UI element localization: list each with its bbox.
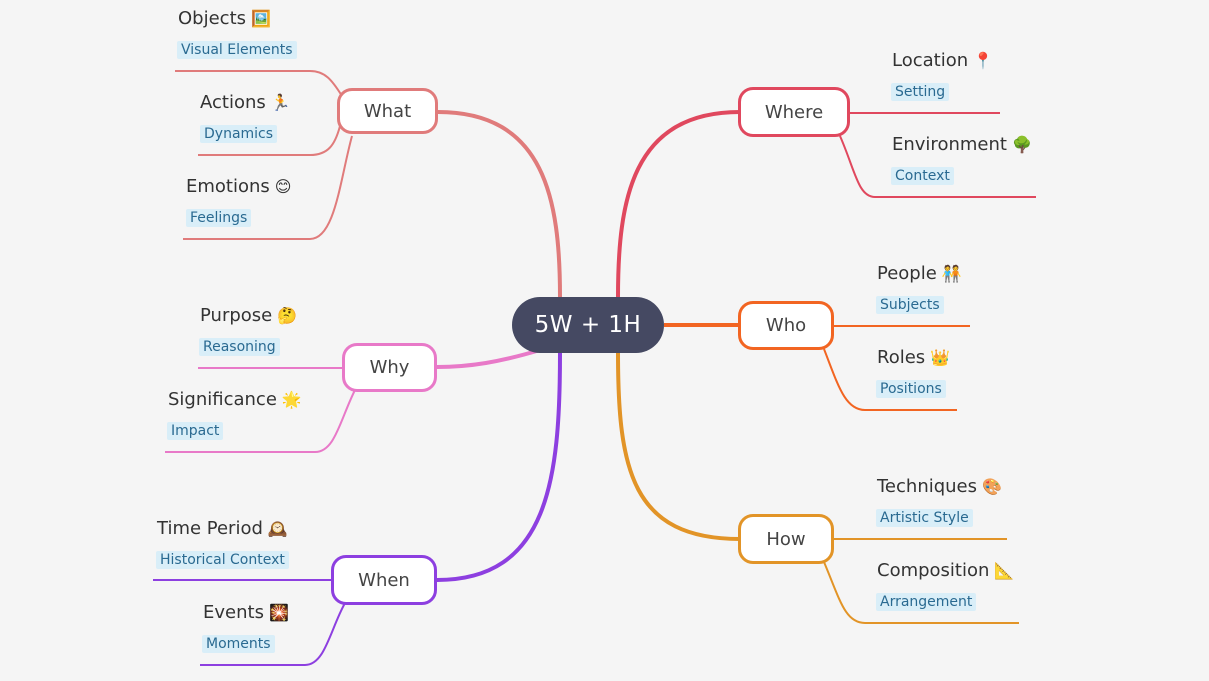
tag-feelings: Feelings (186, 209, 252, 227)
tag-historical-context: Historical Context (156, 551, 289, 569)
connector-when-events (200, 602, 346, 666)
runner-icon: 🏃 (270, 93, 291, 112)
tag-positions: Positions (876, 380, 946, 398)
leaf-significance-title: Significance (168, 389, 277, 410)
branch-label-who: Who (765, 315, 807, 336)
sparkler-icon: 🎇 (268, 603, 289, 622)
leaf-purpose-title: Purpose (200, 305, 273, 326)
glowing-star-icon: 🌟 (281, 390, 302, 409)
connector-where-environment (839, 135, 1036, 198)
tag-reasoning: Reasoning (199, 338, 280, 356)
connector-center-where (616, 110, 741, 298)
tag-context: Context (891, 167, 954, 185)
connector-what-emotions (183, 135, 353, 240)
leaf-location-title: Location (892, 50, 969, 71)
smiling-face-icon: 😊 (274, 177, 292, 196)
leaf-composition-title: Composition (877, 560, 990, 581)
connector-why-significance (165, 389, 356, 453)
branch-label-how: How (766, 528, 806, 550)
leaf-environment-title: Environment (892, 134, 1007, 155)
leaf-objects[interactable]: Objects🖼️ (178, 8, 271, 29)
leaf-roles-title: Roles (877, 347, 926, 368)
tag-artistic-style: Artistic Style (876, 509, 973, 527)
tag-arrangement: Arrangement (876, 593, 977, 611)
mantelpiece-clock-icon: 🕰️ (267, 519, 288, 538)
leaf-time-period-title: Time Period (157, 518, 263, 539)
people-holding-hands-icon: 🧑‍🤝‍🧑 (941, 264, 962, 283)
branch-node-what[interactable]: What (337, 88, 438, 134)
connector-what-actions (198, 125, 341, 156)
leaf-environment[interactable]: Environment🌳 (892, 134, 1032, 155)
leaf-actions[interactable]: Actions🏃 (200, 92, 291, 113)
leaf-events[interactable]: Events🎇 (203, 602, 289, 623)
tag-dynamics: Dynamics (200, 125, 278, 143)
leaf-location[interactable]: Location📍 (892, 50, 993, 71)
leaf-people-title: People (877, 263, 937, 284)
leaf-roles[interactable]: Roles👑 (877, 347, 950, 368)
tag-impact: Impact (167, 422, 224, 440)
branch-label-where: Where (764, 101, 824, 123)
connector-how-composition (823, 561, 1019, 624)
branch-node-who[interactable]: Who (738, 301, 834, 350)
triangular-ruler-icon: 📐 (994, 561, 1015, 580)
framed-picture-icon: 🖼️ (251, 9, 271, 28)
center-node-label: 5W + 1H (534, 312, 642, 338)
tag-subjects: Subjects (876, 296, 944, 314)
branch-node-where[interactable]: Where (738, 87, 850, 137)
connector-center-why (436, 348, 541, 369)
leaf-emotions-title: Emotions (186, 176, 270, 197)
leaf-techniques-title: Techniques (877, 476, 978, 497)
crown-icon: 👑 (930, 348, 951, 367)
leaf-composition[interactable]: Composition📐 (877, 560, 1014, 581)
leaf-objects-title: Objects (178, 8, 247, 29)
branch-label-when: When (358, 569, 410, 591)
leaf-actions-title: Actions (200, 92, 266, 113)
leaf-techniques[interactable]: Techniques🎨 (877, 476, 1002, 497)
branch-label-what: What (363, 100, 412, 122)
tag-moments: Moments (202, 635, 275, 653)
branch-node-why[interactable]: Why (342, 343, 437, 392)
leaf-significance[interactable]: Significance🌟 (168, 389, 302, 410)
branch-label-why: Why (369, 357, 410, 378)
leaf-purpose[interactable]: Purpose🤔 (200, 305, 297, 326)
palette-icon: 🎨 (982, 477, 1002, 496)
connector-center-how (616, 352, 741, 541)
connector-center-when (436, 352, 562, 582)
center-node[interactable]: 5W + 1H (512, 297, 664, 353)
tag-visual-elements: Visual Elements (177, 41, 297, 59)
connector-what-objects (175, 70, 343, 97)
tree-icon: 🌳 (1011, 135, 1032, 154)
thinking-face-icon: 🤔 (277, 306, 298, 325)
connector-who-roles (823, 348, 957, 411)
tag-setting: Setting (891, 83, 950, 101)
branch-node-how[interactable]: How (738, 514, 834, 564)
leaf-time-period[interactable]: Time Period🕰️ (157, 518, 288, 539)
leaf-people[interactable]: People🧑‍🤝‍🧑 (877, 263, 962, 284)
leaf-emotions[interactable]: Emotions😊 (186, 176, 291, 197)
leaf-events-title: Events (203, 602, 264, 623)
connector-center-what (437, 110, 562, 298)
pin-icon: 📍 (973, 51, 994, 70)
branch-node-when[interactable]: When (331, 555, 437, 605)
